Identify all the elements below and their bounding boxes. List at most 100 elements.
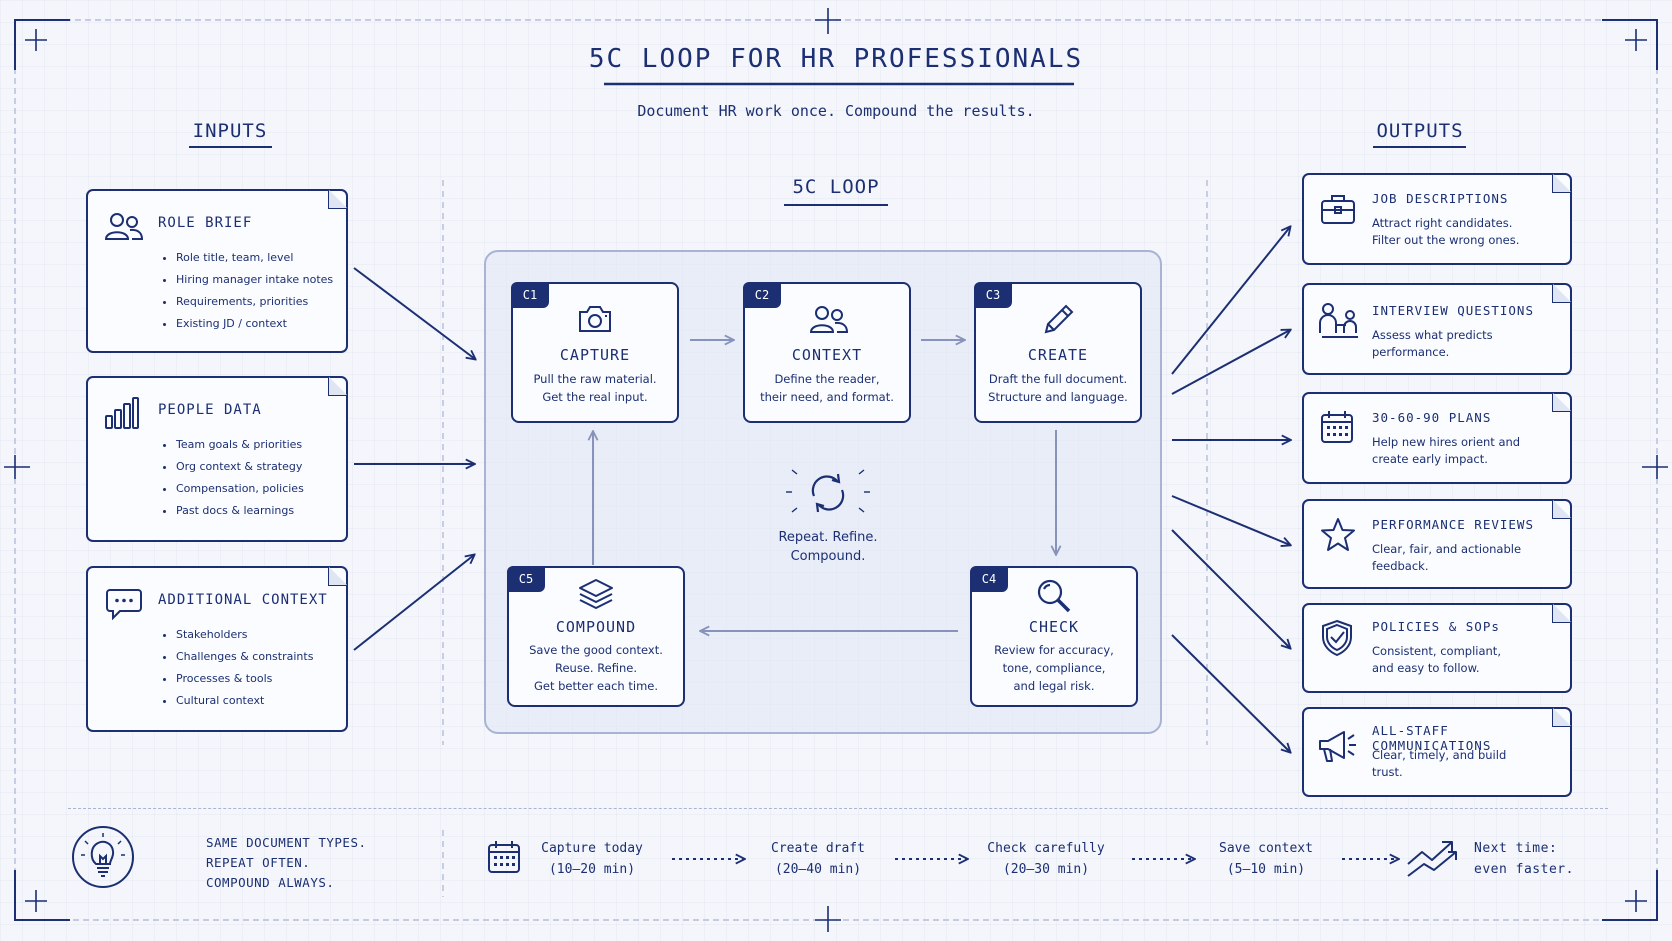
output-card-description: Attract right candidates. Filter out the… bbox=[1372, 215, 1519, 249]
loop-center-caption: Repeat. Refine. Compound. bbox=[748, 528, 908, 566]
timeline-time: (5–10 min) bbox=[1226, 862, 1306, 877]
output-card-title: 30-60-90 PLANS bbox=[1372, 410, 1492, 425]
lightbulb-icon bbox=[72, 826, 134, 888]
timeline-time: (10–20 min) bbox=[548, 862, 636, 877]
arrow-interview-questions bbox=[1171, 330, 1290, 395]
timeline-step-capture: Capture today (10–20 min) bbox=[530, 838, 654, 880]
output-description-line: Clear, fair, and actionable bbox=[1372, 542, 1522, 556]
arrow-additional-context bbox=[353, 555, 474, 651]
magnifier-icon bbox=[1037, 579, 1071, 613]
step-description-line: Pull the raw material. bbox=[533, 372, 657, 386]
step-description-line: Get the real input. bbox=[542, 390, 648, 404]
footer-motto-line: COMPOUND ALWAYS. bbox=[206, 875, 335, 890]
footer-motto: SAME DOCUMENT TYPES. REPEAT OFTEN. COMPO… bbox=[206, 833, 367, 893]
step-description-line: Save the good context. bbox=[529, 643, 663, 657]
timeline-final-line: even faster. bbox=[1474, 862, 1574, 877]
input-card-title: ROLE BRIEF bbox=[158, 215, 253, 231]
input-card-title: ADDITIONAL CONTEXT bbox=[158, 592, 328, 608]
output-description-line: Attract right candidates. bbox=[1372, 216, 1513, 230]
input-card-role-brief: ROLE BRIEF Role title, team, level Hirin… bbox=[86, 189, 348, 353]
step-badge: C5 bbox=[507, 566, 545, 592]
list-item: Compensation, policies bbox=[176, 478, 304, 500]
output-description-line: Assess what predicts bbox=[1372, 328, 1493, 342]
list-item: Stakeholders bbox=[176, 624, 313, 646]
refresh-icon bbox=[786, 469, 870, 513]
calendar-icon bbox=[1321, 411, 1353, 443]
output-card-interview-questions: INTERVIEW QUESTIONS Assess what predicts… bbox=[1302, 283, 1572, 375]
timeline-step-create: Create draft (20–40 min) bbox=[756, 838, 880, 880]
step-badge: C4 bbox=[970, 566, 1008, 592]
footer-motto-line: REPEAT OFTEN. bbox=[206, 855, 311, 870]
people-icon bbox=[809, 306, 849, 333]
step-description: Define the reader, their need, and forma… bbox=[749, 370, 905, 406]
output-card-description: Consistent, compliant, and easy to follo… bbox=[1372, 643, 1501, 677]
loop-center-line: Compound. bbox=[790, 549, 866, 564]
footer-divider bbox=[68, 808, 1608, 809]
step-capture: C1 CAPTURE Pull the raw material. Get th… bbox=[511, 282, 679, 423]
step-description-line: their need, and format. bbox=[760, 390, 894, 404]
output-card-description: Clear, fair, and actionable feedback. bbox=[1372, 541, 1521, 575]
output-description-line: Consistent, compliant, bbox=[1372, 644, 1501, 658]
footer-motto-line: SAME DOCUMENT TYPES. bbox=[206, 835, 367, 850]
arrow-job-descriptions bbox=[1171, 227, 1290, 375]
list-item: Processes & tools bbox=[176, 668, 313, 690]
list-item: Hiring manager intake notes bbox=[176, 269, 333, 291]
output-card-performance-reviews: PERFORMANCE REVIEWS Clear, fair, and act… bbox=[1302, 499, 1572, 589]
loop-center-line: Repeat. Refine. bbox=[778, 530, 878, 545]
list-item: Cultural context bbox=[176, 690, 313, 712]
inputs-header: INPUTS bbox=[192, 120, 268, 142]
step-compound: C5 COMPOUND Save the good context. Reuse… bbox=[507, 566, 685, 707]
timeline-label: Save context bbox=[1219, 841, 1313, 856]
chat-icon bbox=[106, 589, 142, 620]
step-description: Review for accuracy, tone, compliance, a… bbox=[976, 641, 1132, 695]
list-item: Past docs & learnings bbox=[176, 500, 304, 522]
step-name: CHECK bbox=[1028, 618, 1080, 636]
step-description: Save the good context. Reuse. Refine. Ge… bbox=[513, 641, 679, 695]
timeline-label: Capture today bbox=[541, 841, 643, 856]
timeline-step-save: Save context (5–10 min) bbox=[1204, 838, 1328, 880]
pencil-icon bbox=[1044, 304, 1074, 334]
step-name: CREATE bbox=[1027, 346, 1089, 364]
input-card-additional-context: ADDITIONAL CONTEXT Stakeholders Challeng… bbox=[86, 566, 348, 732]
output-card-30-60-90-plans: 30-60-90 PLANS Help new hires orient and… bbox=[1302, 392, 1572, 484]
interview-icon bbox=[1319, 303, 1358, 338]
step-description-line: Get better each time. bbox=[533, 679, 659, 693]
timeline-final-line: Next time: bbox=[1474, 841, 1558, 856]
camera-icon bbox=[579, 306, 611, 332]
page-title: 5C LOOP FOR HR PROFESSIONALS bbox=[588, 44, 1084, 74]
step-description-line: Structure and language. bbox=[988, 390, 1128, 404]
briefcase-icon bbox=[1321, 195, 1355, 224]
registration-crosses bbox=[4, 8, 1668, 932]
step-description-line: Draft the full document. bbox=[988, 372, 1128, 386]
step-name: COMPOUND bbox=[555, 618, 637, 636]
trend-up-icon bbox=[1407, 841, 1457, 877]
step-description-line: Define the reader, bbox=[774, 372, 880, 386]
output-description-line: Clear, timely, and build bbox=[1372, 748, 1507, 762]
output-description-line: Filter out the wrong ones. bbox=[1372, 233, 1520, 247]
timeline-final: Next time: even faster. bbox=[1474, 838, 1574, 880]
step-badge: C3 bbox=[974, 282, 1012, 308]
step-name: CONTEXT bbox=[791, 346, 863, 364]
calendar-icon bbox=[488, 841, 520, 873]
step-description-line: and legal risk. bbox=[1013, 679, 1095, 693]
list-item: Existing JD / context bbox=[176, 313, 333, 335]
output-description-line: and easy to follow. bbox=[1372, 661, 1480, 675]
star-icon bbox=[1321, 518, 1355, 551]
output-description-line: performance. bbox=[1372, 345, 1450, 359]
arrow-communications bbox=[1171, 634, 1290, 752]
step-name: CAPTURE bbox=[559, 346, 631, 364]
timeline-time: (20–30 min) bbox=[1002, 862, 1090, 877]
step-badge: C2 bbox=[743, 282, 781, 308]
arrow-role-brief bbox=[353, 267, 475, 359]
list-item: Org context & strategy bbox=[176, 456, 304, 478]
loop-header: 5C LOOP bbox=[792, 176, 880, 198]
output-card-description: Clear, timely, and build trust. bbox=[1372, 747, 1506, 781]
output-card-description: Help new hires orient and create early i… bbox=[1372, 434, 1520, 468]
output-description-line: trust. bbox=[1372, 765, 1403, 779]
bar-chart-icon bbox=[105, 397, 139, 429]
step-description-line: Review for accuracy, bbox=[994, 643, 1114, 657]
page-subtitle: Document HR work once. Compound the resu… bbox=[637, 102, 1035, 120]
output-card-description: Assess what predicts performance. bbox=[1372, 327, 1493, 361]
output-card-policies-sops: POLICIES & SOPs Consistent, compliant, a… bbox=[1302, 603, 1572, 693]
